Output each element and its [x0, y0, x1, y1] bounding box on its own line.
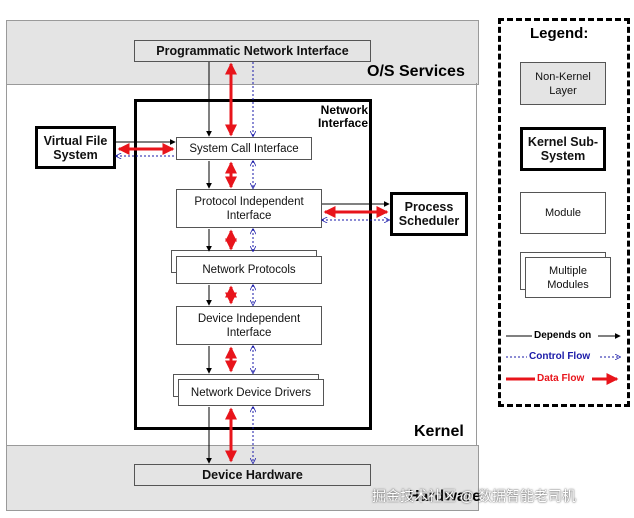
legend-kernel-subsystem: Kernel Sub- System [520, 127, 606, 171]
hardware-layer [6, 445, 479, 511]
legend-title: Legend: [530, 25, 589, 42]
process-scheduler-box: Process Scheduler [390, 192, 468, 236]
hardware-label: Hardware [408, 488, 481, 505]
os-services-label: O/S Services [367, 63, 465, 80]
device-independent-interface-box: Device Independent Interface [176, 306, 322, 345]
virtual-file-system-box: Virtual File System [35, 126, 116, 169]
network-protocols-box: Network Protocols [176, 256, 322, 284]
network-device-drivers-box: Network Device Drivers [178, 379, 324, 406]
protocol-independent-interface-box: Protocol Independent Interface [176, 189, 322, 228]
programmatic-network-interface-box: Programmatic Network Interface [134, 40, 371, 62]
device-hardware-box: Device Hardware [134, 464, 371, 486]
kernel-layer [6, 83, 477, 445]
system-call-interface-box: System Call Interface [176, 137, 312, 160]
legend-depends-on-label: Depends on [534, 330, 592, 341]
legend-data-flow-label: Data Flow [537, 373, 585, 384]
legend-non-kernel-layer: Non-Kernel Layer [520, 62, 606, 105]
legend-module: Module [520, 192, 606, 234]
network-interface-label: Network Interface [317, 103, 368, 130]
legend-multiple-modules: Multiple Modules [525, 257, 611, 298]
watermark: 掘金技术社区 @ 数据智能老司机 [372, 488, 576, 504]
kernel-label: Kernel [414, 423, 464, 440]
legend-control-flow-label: Control Flow [529, 351, 591, 362]
